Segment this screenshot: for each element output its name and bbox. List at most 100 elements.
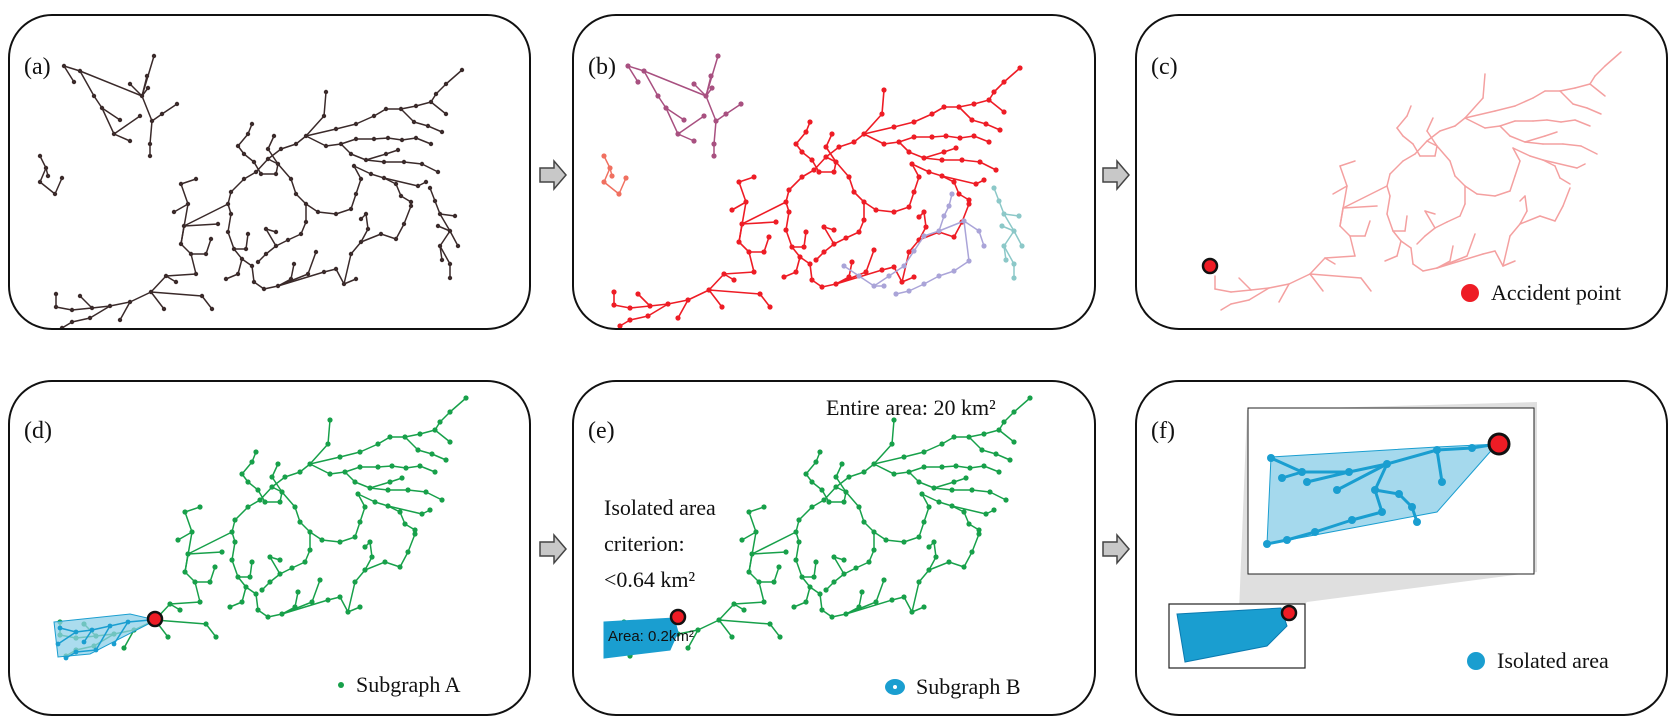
network-c-edge: [1339, 185, 1348, 227]
network-b-node: [823, 144, 829, 150]
network-d-node: [229, 557, 235, 563]
network-b-edge: [973, 135, 990, 143]
network-c-edge: [1544, 131, 1558, 137]
network-d-edge: [231, 559, 239, 578]
network-d-edge: [255, 593, 259, 611]
network-d-node: [185, 551, 191, 557]
network-a-node: [127, 299, 133, 305]
network-a-node: [415, 183, 421, 189]
network-a-node: [358, 216, 364, 222]
network-a-edge: [335, 123, 357, 130]
network-b-edge: [687, 289, 710, 301]
network-b-node: [703, 93, 709, 99]
network-d-node: [213, 634, 219, 640]
network-c-edge: [1424, 210, 1436, 215]
network-c-edge: [1248, 287, 1270, 301]
network-e-node: [891, 417, 897, 423]
network-a-edge: [317, 211, 337, 215]
network-a-node: [293, 191, 299, 197]
network-d-edge: [187, 551, 223, 555]
network-a-node: [52, 191, 58, 197]
network-c-edge: [1559, 177, 1571, 185]
network-e-node: [967, 465, 973, 471]
network-d-node: [235, 574, 241, 580]
flow-arrow-icon: [1102, 532, 1130, 566]
network-e-node: [833, 484, 839, 490]
network-b-node: [861, 131, 867, 137]
network-a-node: [288, 176, 294, 182]
network-c-edge: [1434, 145, 1438, 157]
network-e-edge: [748, 511, 757, 533]
legend-accident-point: Accident point: [1459, 280, 1621, 306]
network-b-node: [946, 203, 952, 209]
network-c-edge: [1349, 235, 1356, 257]
network-d-node: [302, 559, 308, 565]
network-b-node: [911, 134, 917, 140]
network-d-isolated-node: [55, 641, 61, 647]
network-d-node: [352, 579, 358, 585]
network-b-node: [709, 85, 715, 91]
network-a-edge: [335, 268, 345, 285]
network-d-edge: [339, 596, 349, 613]
network-a-edge: [373, 108, 387, 117]
network-b-edge: [731, 201, 747, 211]
network-e-edge: [968, 436, 983, 451]
network-e-node: [916, 579, 922, 585]
network-b-node: [906, 249, 912, 255]
network-e-edge: [798, 506, 813, 521]
subgraph-a-dot-icon: [338, 682, 344, 688]
network-d-node: [463, 395, 469, 401]
network-a-edge: [415, 137, 432, 145]
network-a-node: [275, 161, 281, 167]
network-d-edge: [321, 539, 341, 543]
network-a-edge: [340, 138, 357, 145]
network-a-edge: [335, 208, 352, 215]
network-b-node: [911, 274, 917, 280]
network-b-edge: [978, 230, 985, 247]
network-b-node: [863, 269, 869, 275]
network-b-node: [761, 249, 767, 255]
network-c-edge: [1400, 240, 1412, 249]
network-a-edge: [79, 70, 143, 97]
network-a-node: [439, 257, 445, 263]
network-d-edge: [339, 536, 356, 543]
network-e-edge: [951, 505, 987, 515]
network-a-node: [137, 113, 143, 119]
network-c-edge: [1586, 107, 1602, 115]
network-b-node: [739, 221, 745, 227]
network-a-edge: [263, 285, 279, 290]
network-a-edge: [63, 65, 81, 72]
network-d-edge: [364, 561, 386, 571]
network-e-node: [871, 529, 877, 535]
network-e-node: [901, 594, 907, 600]
network-d-edge: [407, 489, 427, 493]
network-b-node: [1019, 243, 1025, 249]
network-a-node: [435, 169, 441, 175]
isolated-area-icon: [1467, 652, 1485, 670]
network-c-edge: [1426, 117, 1434, 132]
network-b-node: [713, 118, 719, 124]
network-e-node: [861, 519, 867, 525]
network-a-node: [251, 159, 257, 165]
network-d-node: [412, 531, 418, 537]
network-a-edge: [275, 239, 289, 247]
network-a-node: [358, 176, 364, 182]
network-b-node: [911, 119, 917, 125]
network-d-node: [197, 599, 203, 605]
zoom-network-node: [1395, 490, 1403, 498]
network-d-node: [207, 579, 213, 585]
network-b-edge: [665, 107, 679, 135]
network-e-node: [889, 597, 895, 603]
network-a-node: [209, 306, 215, 312]
network-b-edge: [858, 275, 875, 287]
network-d-node: [297, 469, 303, 475]
network-b-edge: [1013, 230, 1023, 247]
network-b-node: [803, 129, 809, 135]
network-b-node: [743, 199, 749, 205]
network-d-node: [177, 607, 183, 613]
network-b-edge: [627, 65, 639, 83]
network-b-node: [647, 303, 653, 309]
network-e-edge: [741, 531, 757, 541]
network-d-node: [427, 507, 433, 513]
network-b-node: [831, 227, 837, 233]
